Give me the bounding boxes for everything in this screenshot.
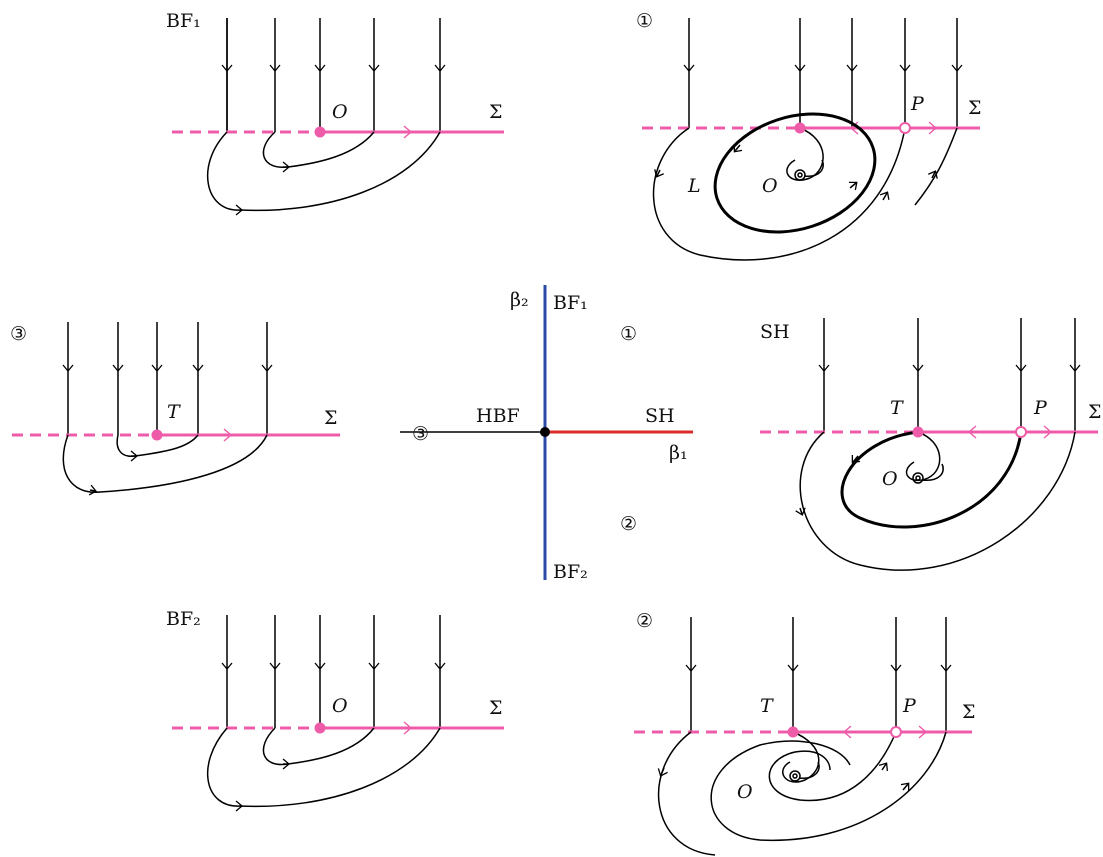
beta2-label: β₂ xyxy=(510,289,529,311)
label-T: T xyxy=(167,401,181,423)
beta1-label: β₁ xyxy=(669,442,688,464)
label-sigma: Σ xyxy=(962,701,975,723)
bf2-label: BF₂ xyxy=(553,561,588,583)
region-3-label: ③ xyxy=(412,423,429,445)
vertical-flow-lines xyxy=(62,322,273,435)
vertical-flow-lines xyxy=(683,18,963,128)
label-sigma: Σ xyxy=(324,407,337,429)
tangent-point-T xyxy=(912,426,924,438)
pseudo-saddle-P xyxy=(890,726,902,738)
hbf-label: HBF xyxy=(476,405,520,427)
parameter-plane: β₂ BF₁ BF₂ HBF SH β₁ ① ② ③ xyxy=(400,285,693,583)
label-sigma: Σ xyxy=(489,697,502,719)
label-T: T xyxy=(760,695,774,717)
panel-region-1: ① P Σ L O xyxy=(636,10,981,261)
label-sigma: Σ xyxy=(968,97,981,119)
pseudo-equilibrium-point xyxy=(314,722,326,734)
panel-title: BF₂ xyxy=(166,608,201,630)
panel-title: ② xyxy=(636,610,653,632)
label-O: O xyxy=(332,101,348,123)
sh-label: SH xyxy=(645,405,675,427)
pseudo-equilibrium-point xyxy=(314,126,326,138)
orbits xyxy=(206,131,441,216)
panel-title: BF₁ xyxy=(166,10,201,32)
region-1-label: ① xyxy=(620,323,637,345)
bf1-label: BF₁ xyxy=(553,292,588,314)
label-O: O xyxy=(737,781,753,803)
orbits xyxy=(62,434,268,496)
panel-region-2: ② T P Σ O xyxy=(634,610,975,856)
orbits xyxy=(795,431,1076,571)
vertical-flow-lines xyxy=(818,318,1081,432)
panel-bf2: BF₂ O Σ xyxy=(166,608,504,812)
panel-title: ③ xyxy=(10,323,27,345)
label-T: T xyxy=(890,397,904,419)
vertical-flow-lines xyxy=(685,617,952,732)
label-P: P xyxy=(902,695,917,717)
origin-point xyxy=(540,427,550,437)
label-L: L xyxy=(687,175,701,197)
pseudo-saddle-P xyxy=(899,122,911,134)
panel-bf1: BF₁ O Σ xyxy=(166,10,504,216)
label-P: P xyxy=(1033,397,1048,419)
vertical-flow-lines xyxy=(221,615,446,728)
label-O: O xyxy=(882,468,898,490)
label-O: O xyxy=(762,175,778,197)
region-2-label: ② xyxy=(620,513,637,535)
homoclinic-orbit xyxy=(840,430,1023,529)
vertical-flow-lines xyxy=(221,18,446,132)
panel-title: SH xyxy=(760,321,790,343)
orbits xyxy=(657,731,947,856)
panel-title: ① xyxy=(636,10,653,32)
tangent-point-T xyxy=(151,429,163,441)
label-P: P xyxy=(910,93,925,115)
panel-region-3: ③ T Σ xyxy=(10,322,340,496)
pseudo-saddle-P xyxy=(1015,426,1027,438)
label-sigma: Σ xyxy=(489,101,502,123)
label-O: O xyxy=(332,695,348,717)
panel-sh: SH T P Σ O xyxy=(760,318,1101,571)
tangent-point xyxy=(794,122,806,134)
limit-cycle-L xyxy=(713,112,877,234)
orbits xyxy=(206,727,441,812)
orbits xyxy=(652,127,958,261)
label-sigma: Σ xyxy=(1088,401,1101,423)
tangent-point-T xyxy=(787,726,799,738)
